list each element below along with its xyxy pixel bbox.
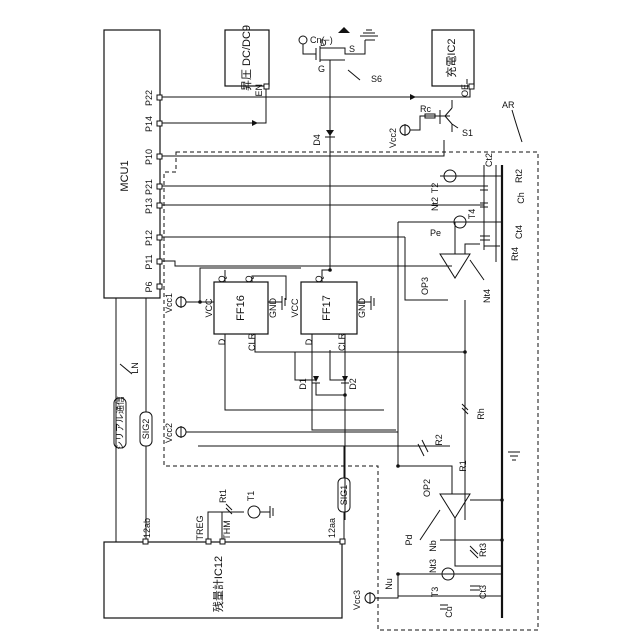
- charge-ic-label: 充電IC2: [444, 38, 458, 77]
- rt3-label: Rt3: [478, 543, 488, 557]
- pd-label: Pd: [404, 534, 414, 545]
- fuel-gauge-block: 残量計IC12: [104, 542, 342, 618]
- ct4-label: Ct4: [514, 225, 524, 239]
- s6-d-label: D: [320, 38, 327, 48]
- pin-p13: P13: [144, 198, 154, 214]
- cu-label: Cu: [444, 606, 454, 618]
- d1-label: D1: [298, 378, 308, 390]
- pin-p11: P11: [144, 254, 154, 269]
- t4-label: T4: [467, 209, 477, 220]
- mcu-label: MCU1: [119, 160, 131, 191]
- vcc2-lower-label: Vcc2: [164, 423, 174, 443]
- rh-label: Rh: [476, 408, 486, 420]
- ct3-label: Ct3: [478, 585, 488, 599]
- boost-dcdc-label: 昇圧 DC/DC9: [240, 25, 253, 91]
- s6-s-label: S: [349, 44, 355, 54]
- d2-label: D2: [348, 378, 358, 390]
- rc-label: Rc: [420, 104, 431, 114]
- pin-treg: TREG: [195, 515, 205, 540]
- nt2-label: Nt2: [430, 197, 440, 211]
- vcc2-top-label: Vcc2: [388, 128, 398, 148]
- pe-label: Pe: [430, 228, 441, 238]
- op3-label: OP3: [420, 277, 430, 295]
- fuel-gauge-label: 残量計IC12: [211, 556, 225, 612]
- pin-p14: P14: [144, 116, 154, 132]
- ff16-label: FF16: [235, 295, 247, 321]
- t2-label: T2: [430, 183, 440, 194]
- rt4-label: Rt4: [510, 247, 520, 261]
- ff16-vcc: VCC: [204, 298, 214, 318]
- pin-thm: THM: [222, 520, 232, 540]
- ar-label: AR: [502, 100, 515, 110]
- ff17-gnd: GND: [357, 298, 367, 319]
- nt4-label: Nt4: [482, 289, 492, 303]
- ln-label: LN: [130, 362, 140, 374]
- r1-label: R1: [458, 460, 468, 472]
- pin-12ab: 12ab: [142, 518, 152, 538]
- t1-label: T1: [246, 491, 256, 502]
- sig2-label: SIG2: [141, 419, 151, 440]
- boost-en-pin: EN: [254, 84, 264, 97]
- charge-ic-block: 充電IC2: [432, 30, 474, 86]
- ff17-vcc: VCC: [290, 298, 300, 318]
- s6-g-label: G: [318, 64, 325, 74]
- nu-label: Nu: [384, 578, 394, 590]
- boost-dcdc-block: 昇圧 DC/DC9: [225, 25, 269, 91]
- s1-label: S1: [462, 128, 473, 138]
- sig1-label: SIG1: [339, 485, 349, 506]
- nb-label: Nb: [428, 540, 438, 552]
- rt2-label: Rt2: [514, 169, 524, 183]
- pin-p6: P6: [144, 281, 154, 292]
- ch-label: Ch: [516, 192, 526, 204]
- pin-p22: P22: [144, 90, 154, 106]
- nt3-label: Nt3: [428, 559, 438, 573]
- serial-label: シリアル通信: [114, 396, 125, 450]
- ff16-gnd: GND: [268, 298, 278, 319]
- s6-label: S6: [371, 74, 382, 84]
- pin-p12: P12: [144, 230, 154, 246]
- ct2-label: Ct2: [484, 153, 494, 167]
- d4-label: D4: [312, 134, 322, 146]
- rt1-label: Rt1: [218, 489, 228, 503]
- pin-p10: P10: [144, 149, 154, 165]
- pin-p21: P21: [144, 179, 154, 195]
- pin-12aa: 12aa: [327, 518, 337, 538]
- ff17-label: FF17: [321, 295, 333, 321]
- vcc3-label: Vcc3: [352, 590, 362, 610]
- vcc1-label: Vcc1: [164, 293, 174, 313]
- r2-label: R2: [434, 434, 444, 446]
- op2-label: OP2: [422, 479, 432, 497]
